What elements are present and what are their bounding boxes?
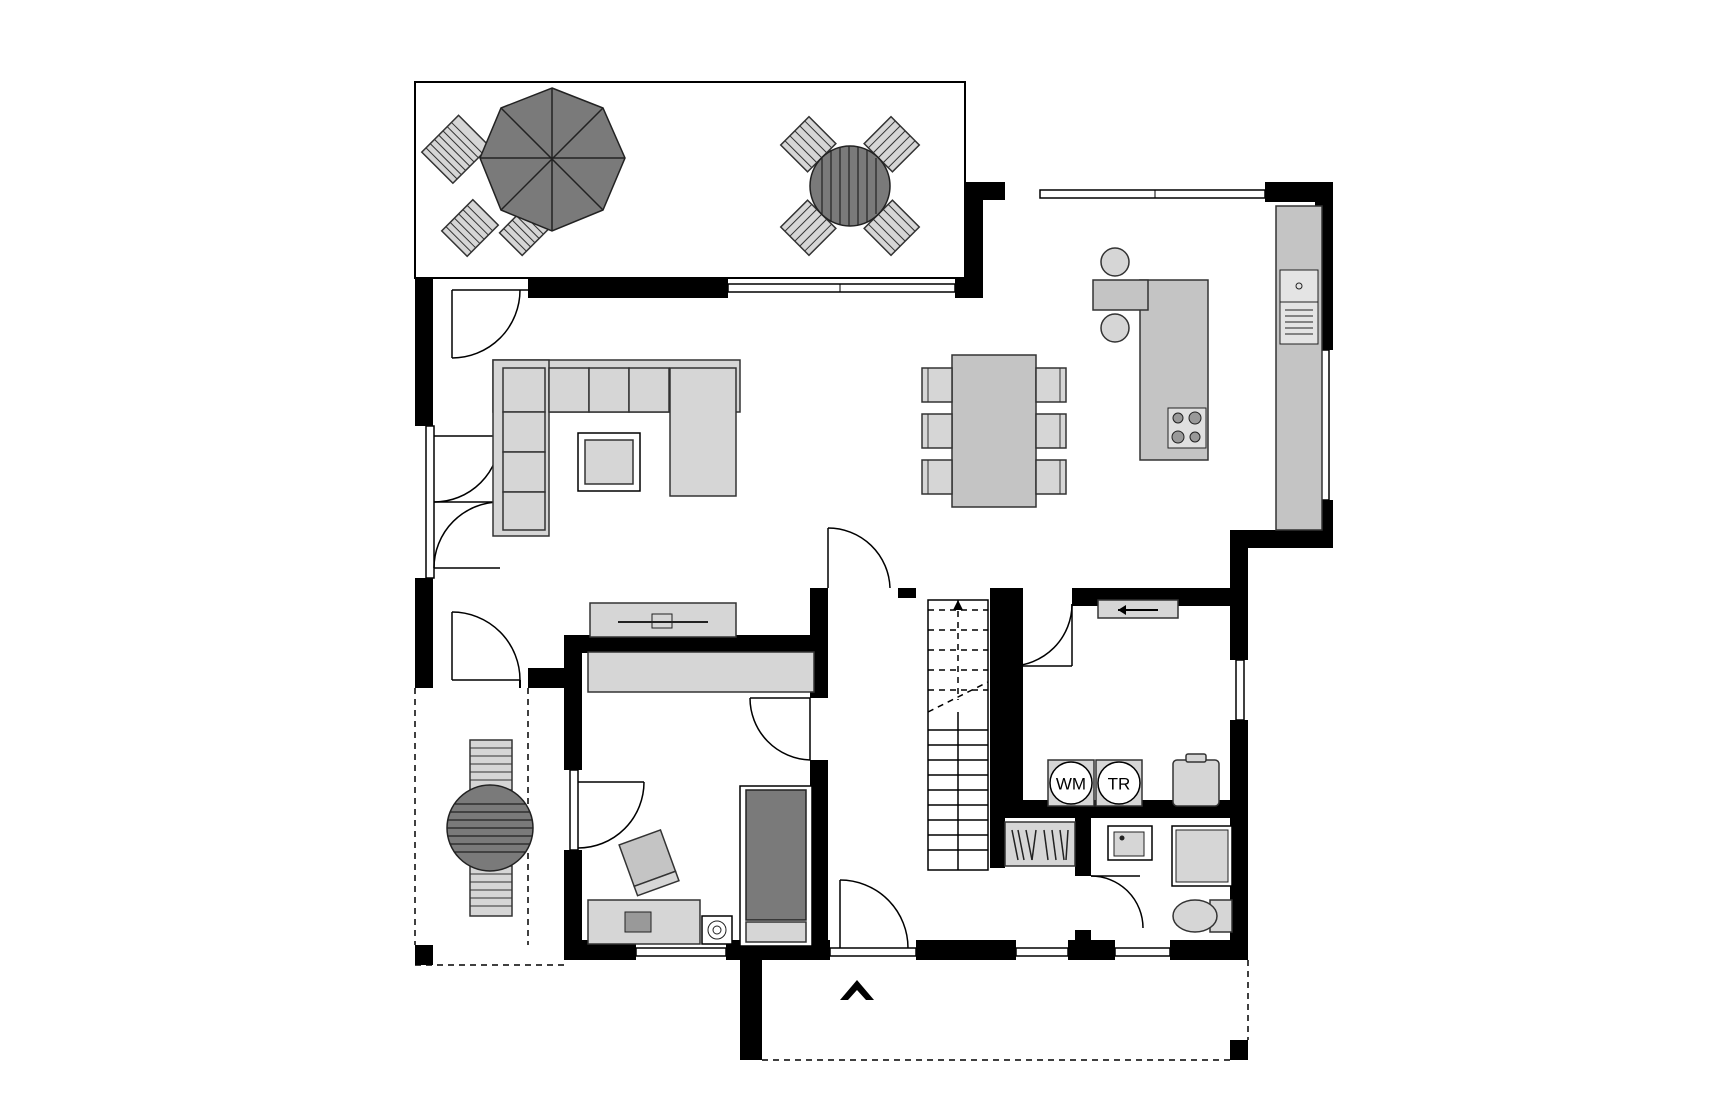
tumble-dryer: TR xyxy=(1095,759,1143,807)
dining-table-set xyxy=(921,354,1067,508)
terrace-round-table xyxy=(809,145,891,227)
bar-counter xyxy=(1092,279,1149,311)
washing-machine: WM xyxy=(1047,759,1095,807)
washing-machine-label: WM xyxy=(1056,775,1086,794)
bar-stool xyxy=(1100,247,1130,277)
terrace-lounger-chair xyxy=(420,114,491,185)
utility-basin xyxy=(1172,753,1220,807)
dining-chair xyxy=(921,367,953,403)
dining-chair xyxy=(921,413,953,449)
patio-double-door[interactable] xyxy=(433,435,501,569)
toilet-icon xyxy=(1172,899,1233,933)
office-chair xyxy=(618,828,680,897)
office-window-door[interactable] xyxy=(577,781,645,849)
bar-stool xyxy=(1100,313,1130,343)
doors[interactable] xyxy=(433,289,1144,949)
bathroom-fixtures xyxy=(1107,825,1233,933)
staircase xyxy=(927,599,989,871)
side-terrace xyxy=(414,688,564,966)
entrance-porch xyxy=(762,960,1249,1061)
coffee-table xyxy=(577,432,641,492)
tv-sideboard xyxy=(589,602,737,638)
tumble-dryer-label: TR xyxy=(1108,775,1131,794)
bathroom-door[interactable] xyxy=(1090,875,1144,929)
utility-wall-unit xyxy=(1097,599,1179,619)
side-door-southwest[interactable] xyxy=(451,611,521,688)
living-sofa xyxy=(492,359,741,537)
terrace-chair xyxy=(440,198,500,258)
dining-table xyxy=(951,354,1037,508)
kitchen-counter xyxy=(1275,205,1323,531)
dining-chair xyxy=(1035,367,1067,403)
sink-icon xyxy=(1279,269,1319,345)
walls xyxy=(415,182,1333,1060)
terrace-door-north[interactable] xyxy=(451,289,528,359)
shoe-rack xyxy=(1004,821,1076,867)
kitchen-island xyxy=(1092,247,1209,461)
umbrella-icon xyxy=(479,87,626,232)
dining-chair xyxy=(1035,413,1067,449)
stair-direction-arrow-icon xyxy=(953,600,963,610)
laptop-icon xyxy=(624,911,652,933)
terrace-umbrella-set xyxy=(420,87,626,258)
terrace-dining-set xyxy=(779,115,921,257)
utility-door[interactable] xyxy=(1009,603,1073,667)
side-terrace-table-set xyxy=(446,739,534,917)
hob-icon xyxy=(1167,407,1207,449)
office-bed xyxy=(739,785,813,947)
sink-icon xyxy=(1107,825,1153,861)
boiler-arrow-icon xyxy=(1118,605,1158,615)
dining-chair xyxy=(921,459,953,495)
windows xyxy=(425,189,1330,957)
office-desk xyxy=(587,828,733,945)
office-shelf xyxy=(587,651,815,693)
dining-chair xyxy=(1035,459,1067,495)
front-door[interactable] xyxy=(839,879,909,949)
shower-icon xyxy=(1171,825,1233,887)
office-door[interactable] xyxy=(749,697,811,761)
hall-door-living[interactable] xyxy=(827,527,891,589)
